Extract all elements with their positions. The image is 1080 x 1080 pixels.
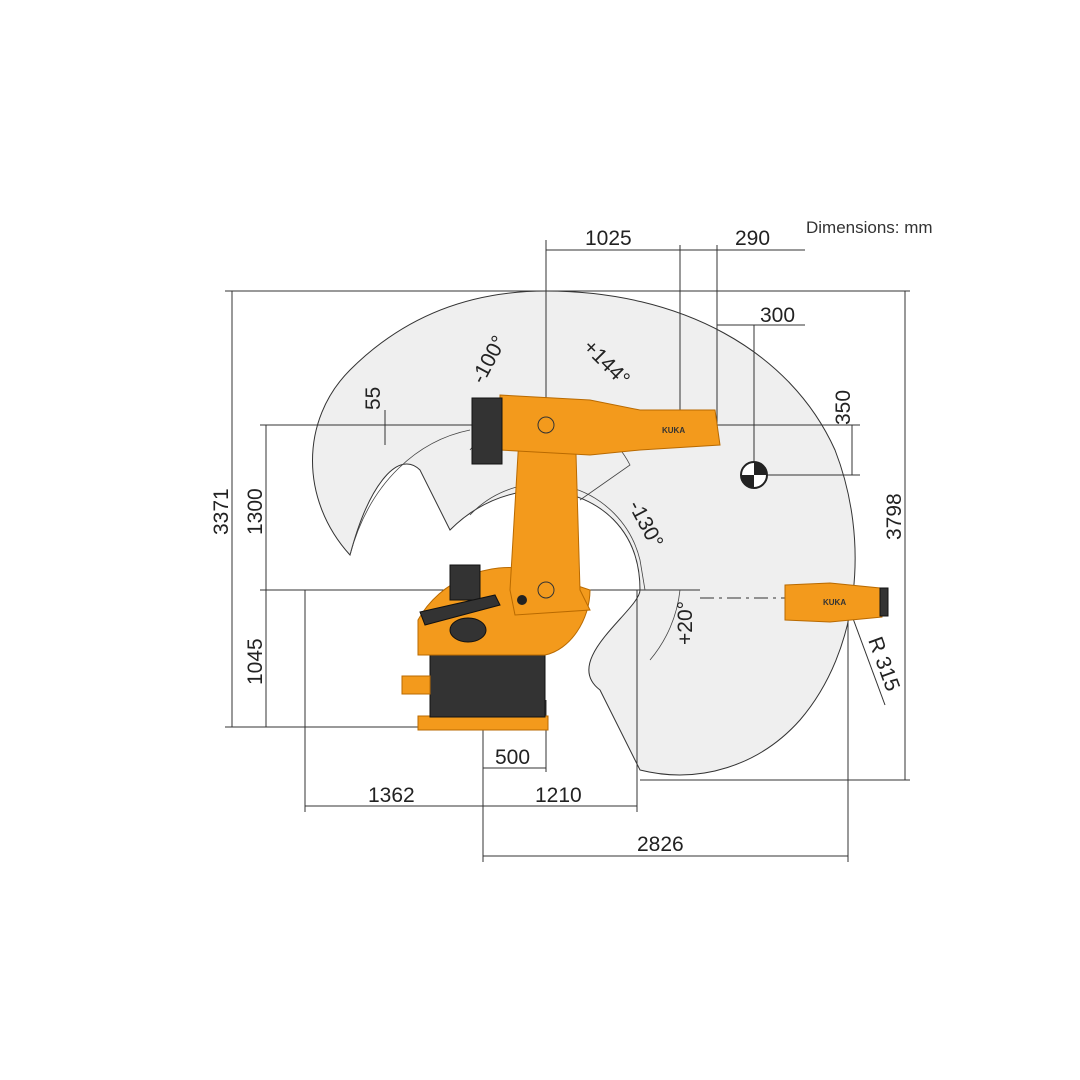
dim-1210: 1210 (535, 784, 582, 807)
dim-55: 55 (362, 387, 385, 410)
dim-1362: 1362 (368, 784, 415, 807)
robot: KUKA KUKA (401, 394, 889, 731)
counterweight (449, 617, 487, 643)
work-envelope (312, 290, 856, 776)
dim-3798: 3798 (883, 493, 906, 540)
units-title: Dimensions: mm (806, 218, 933, 237)
axis2-hub (517, 595, 527, 605)
dim-300: 300 (760, 304, 795, 327)
dim-2826: 2826 (637, 833, 684, 856)
dim-1300: 1300 (244, 488, 267, 535)
robot-base-plinth (417, 715, 549, 731)
base-connector (401, 675, 431, 695)
wrist-flange (879, 587, 889, 617)
dim-350: 350 (832, 390, 855, 425)
dim-1045: 1045 (244, 638, 267, 685)
arm-motors (471, 397, 503, 465)
inner-envelope-arc (349, 429, 471, 556)
dim-1025: 1025 (585, 227, 632, 250)
tool-center-point-icon (740, 461, 768, 489)
kuka-logo-wrist: KUKA (823, 598, 846, 607)
balancer (419, 594, 501, 626)
angle-plus-20: +20° (674, 601, 697, 645)
axis3-joint (537, 416, 555, 434)
kuka-logo: KUKA (662, 426, 685, 435)
dim-290: 290 (735, 227, 770, 250)
dimension-lines (225, 240, 910, 862)
dim-500: 500 (495, 746, 530, 769)
robot-upper-arm (499, 394, 721, 456)
robot-wrist-extended (784, 582, 883, 623)
dim-3371: 3371 (210, 488, 233, 535)
axis2-joint (537, 581, 555, 599)
robot-base-drum (429, 654, 546, 718)
motor-unit (449, 564, 481, 601)
